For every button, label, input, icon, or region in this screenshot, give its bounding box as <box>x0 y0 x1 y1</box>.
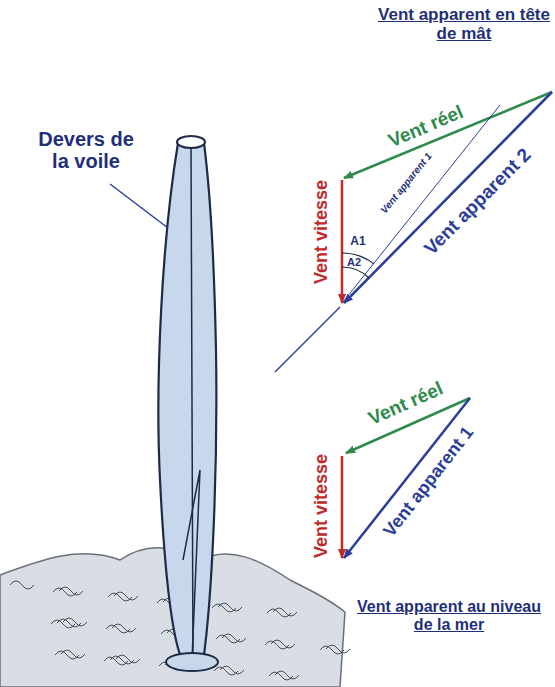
board <box>166 653 218 671</box>
spray-stroke <box>265 641 289 649</box>
vector-label: Vent vitesse <box>312 454 332 558</box>
spray-stroke <box>273 608 297 616</box>
mast-top <box>177 136 205 148</box>
spray-stroke <box>326 645 350 653</box>
spray-stroke <box>216 635 240 643</box>
angle-a2-arc <box>342 267 369 278</box>
apparent-wind-2-extension <box>275 307 340 372</box>
apparent-wind-2-arrow <box>344 92 552 303</box>
speed-wind-arrow <box>341 456 344 558</box>
vector-label: Vent apparent 1 <box>380 423 478 541</box>
spray-stroke <box>222 634 246 642</box>
spray-stroke <box>53 588 77 596</box>
spray-stroke <box>10 581 34 589</box>
vector-label: Vent réel <box>366 378 447 429</box>
apparent-wind-1-arrow <box>344 398 470 558</box>
spray-stroke <box>114 592 138 600</box>
heading: Vent apparent au niveau de la mer <box>350 598 548 633</box>
spray-stroke <box>55 651 79 659</box>
spray-stroke <box>61 650 85 658</box>
spray-stroke <box>269 672 293 680</box>
spray-stroke <box>110 656 134 664</box>
spray-stroke <box>108 593 132 601</box>
main-sail <box>158 143 216 662</box>
leader-line <box>110 184 168 228</box>
heading: Vent apparent en tête de mât <box>378 6 550 43</box>
spray-stroke <box>320 646 344 654</box>
spray-stroke <box>51 620 75 628</box>
speed-wind-arrow <box>341 180 344 303</box>
spray-stroke <box>106 625 130 633</box>
spray-stroke <box>59 587 83 595</box>
spray-stroke <box>214 667 238 675</box>
spray-stroke <box>275 671 299 679</box>
spray-stroke <box>104 657 128 665</box>
spray-stroke <box>57 619 81 627</box>
vector-label: Vent apparent 2 <box>421 145 536 260</box>
sail-fold <box>183 470 200 660</box>
spray-stroke <box>218 603 242 611</box>
spray-stroke <box>212 604 236 612</box>
spray-stroke <box>267 609 291 617</box>
mast <box>191 143 193 662</box>
vector-label: Vent vitesse <box>312 180 332 284</box>
spray-stroke <box>271 640 295 648</box>
angle-label: A1 <box>350 235 365 248</box>
spray-stroke <box>112 624 136 632</box>
part-label: Devers de la voile <box>30 128 142 172</box>
angle-label: A2 <box>347 256 361 268</box>
spray-stroke <box>220 666 244 674</box>
